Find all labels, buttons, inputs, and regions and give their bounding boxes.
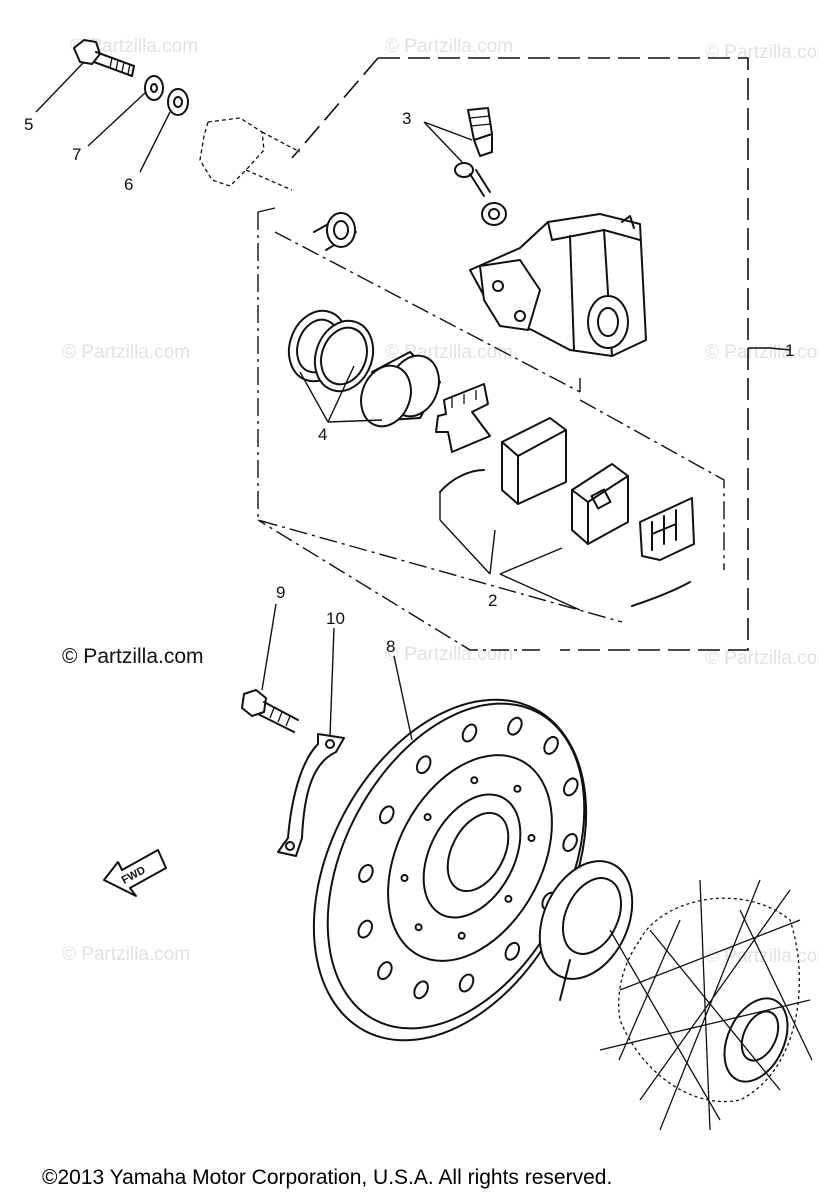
callout-1: 1 xyxy=(785,341,794,360)
callout-5: 5 xyxy=(24,115,33,134)
callout-7: 7 xyxy=(72,145,81,164)
partzilla-watermark-main: © Partzilla.com xyxy=(62,645,204,668)
piston-seals-part-4 xyxy=(287,309,441,428)
caliper-bracket xyxy=(199,117,301,191)
brake-pads-part-2 xyxy=(501,417,629,545)
watermark: © Partzilla.com xyxy=(62,342,190,363)
disc-vent-hole xyxy=(379,805,395,825)
forward-arrow-icon: FWD xyxy=(103,849,167,897)
disc-vent-hole xyxy=(458,973,475,993)
watermark: © Partzilla.com xyxy=(70,36,198,57)
washer-hole xyxy=(173,96,183,108)
disc-bolt-hole xyxy=(513,784,522,793)
bleed-screw-part-3 xyxy=(454,107,507,226)
disc-bolt-hole xyxy=(504,894,513,903)
watermark: © Partzilla.com xyxy=(705,42,819,63)
disc-vent-hole xyxy=(357,919,373,939)
lock-plate-part-10 xyxy=(277,733,345,857)
watermark: © Partzilla.com xyxy=(385,644,513,665)
disc-vent-hole xyxy=(543,735,559,755)
watermark: © Partzilla.com xyxy=(62,944,190,965)
disc-vent-hole xyxy=(415,755,432,775)
watermark: © Partzilla.com xyxy=(705,648,819,669)
brake-disc-part-8 xyxy=(312,698,588,1042)
disc-vent-hole xyxy=(377,961,393,981)
copyright-notice: ©2013 Yamaha Motor Corporation, U.S.A. A… xyxy=(42,1166,612,1189)
wheel-hub xyxy=(599,879,813,1131)
watermark: © Partzilla.com xyxy=(705,342,819,363)
callout-8: 8 xyxy=(386,637,395,656)
bolt-part-5 xyxy=(73,39,135,77)
disc-vent-hole xyxy=(507,716,523,736)
hub-flange xyxy=(538,860,634,1001)
disc-bolt-hole xyxy=(400,874,409,882)
caliper-assembly-frame xyxy=(257,57,749,651)
disc-vent-hole xyxy=(563,777,579,797)
disc-vent-hole xyxy=(504,941,521,961)
callout-4: 4 xyxy=(318,425,327,444)
bolt-part-9 xyxy=(241,689,299,733)
washer-part-6 xyxy=(167,88,189,116)
disc-bolt-hole xyxy=(457,931,466,940)
disc-bolt-hole xyxy=(414,923,423,932)
callout-6: 6 xyxy=(124,175,133,194)
disc-vent-hole xyxy=(413,980,429,1000)
disc-bolt-hole xyxy=(423,813,432,822)
pad-shim xyxy=(435,383,491,493)
watermark: © Partzilla.com xyxy=(385,36,513,57)
callouts: 1 2 3 4 5 6 7 8 9 10 xyxy=(24,109,794,656)
disc-bolt-hole xyxy=(527,834,536,842)
leader-lines xyxy=(35,61,791,741)
callout-9: 9 xyxy=(276,583,285,602)
disc-vent-hole xyxy=(562,833,578,852)
pad-spring xyxy=(631,497,695,607)
caliper-body xyxy=(469,213,647,357)
slide-pin xyxy=(313,212,357,251)
disc-vent-hole xyxy=(358,864,374,883)
callout-10: 10 xyxy=(326,609,345,628)
callout-3: 3 xyxy=(402,109,411,128)
callout-2: 2 xyxy=(488,591,497,610)
disc-vent-hole xyxy=(461,723,478,743)
washer-hole xyxy=(150,83,158,93)
disc-bolt-hole xyxy=(470,776,479,785)
washer-part-7 xyxy=(144,75,164,101)
